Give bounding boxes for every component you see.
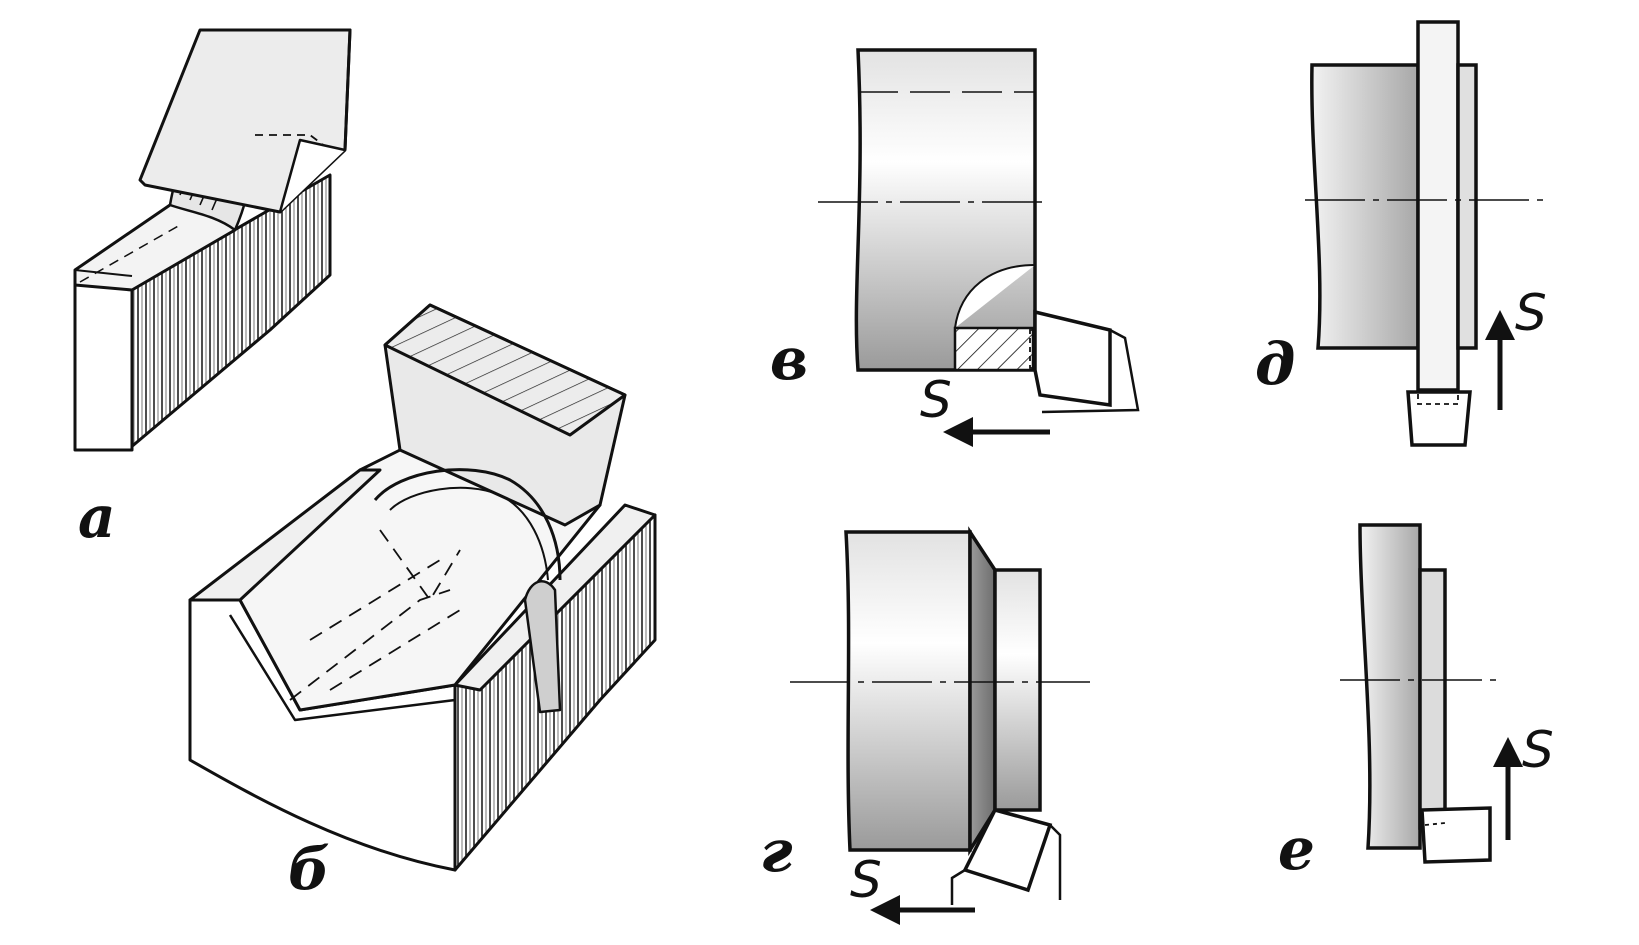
hatched-cut-v	[953, 326, 1035, 372]
panel-label-d: д	[1255, 330, 1296, 398]
workpiece-g	[844, 530, 972, 852]
workpiece-v	[854, 48, 1037, 372]
feed-label-d: S	[1515, 284, 1547, 342]
step-e	[1418, 568, 1447, 830]
feed-label-e: S	[1522, 721, 1554, 779]
disk-d	[1416, 20, 1460, 392]
feed-label-v: S	[920, 371, 952, 429]
workpiece-d	[1310, 63, 1420, 350]
workpiece-e	[1358, 523, 1422, 850]
cutting-tool-e	[1420, 806, 1492, 864]
cutting-tool-g	[962, 807, 1053, 893]
panel-a-drawing	[73, 28, 352, 452]
shaper-tool-top	[383, 303, 627, 437]
cutting-tool-d	[1406, 390, 1472, 447]
panel-d-drawing	[1305, 20, 1548, 447]
panel-g-drawing	[790, 526, 1090, 925]
groove-chip	[523, 580, 562, 714]
block-front-face	[73, 283, 134, 452]
step-g	[993, 568, 1042, 812]
panel-e-drawing	[1340, 523, 1523, 864]
panel-label-g: г	[760, 817, 793, 885]
panel-label-b: б	[288, 835, 330, 903]
panel-label-v: в	[770, 325, 809, 393]
feed-label-g: S	[850, 851, 882, 909]
panel-b-drawing	[188, 303, 657, 872]
panel-label-a: а	[78, 483, 116, 551]
panel-label-e: е	[1278, 815, 1315, 883]
cutting-tool-v	[1033, 309, 1112, 408]
panel-v-drawing	[818, 48, 1140, 447]
